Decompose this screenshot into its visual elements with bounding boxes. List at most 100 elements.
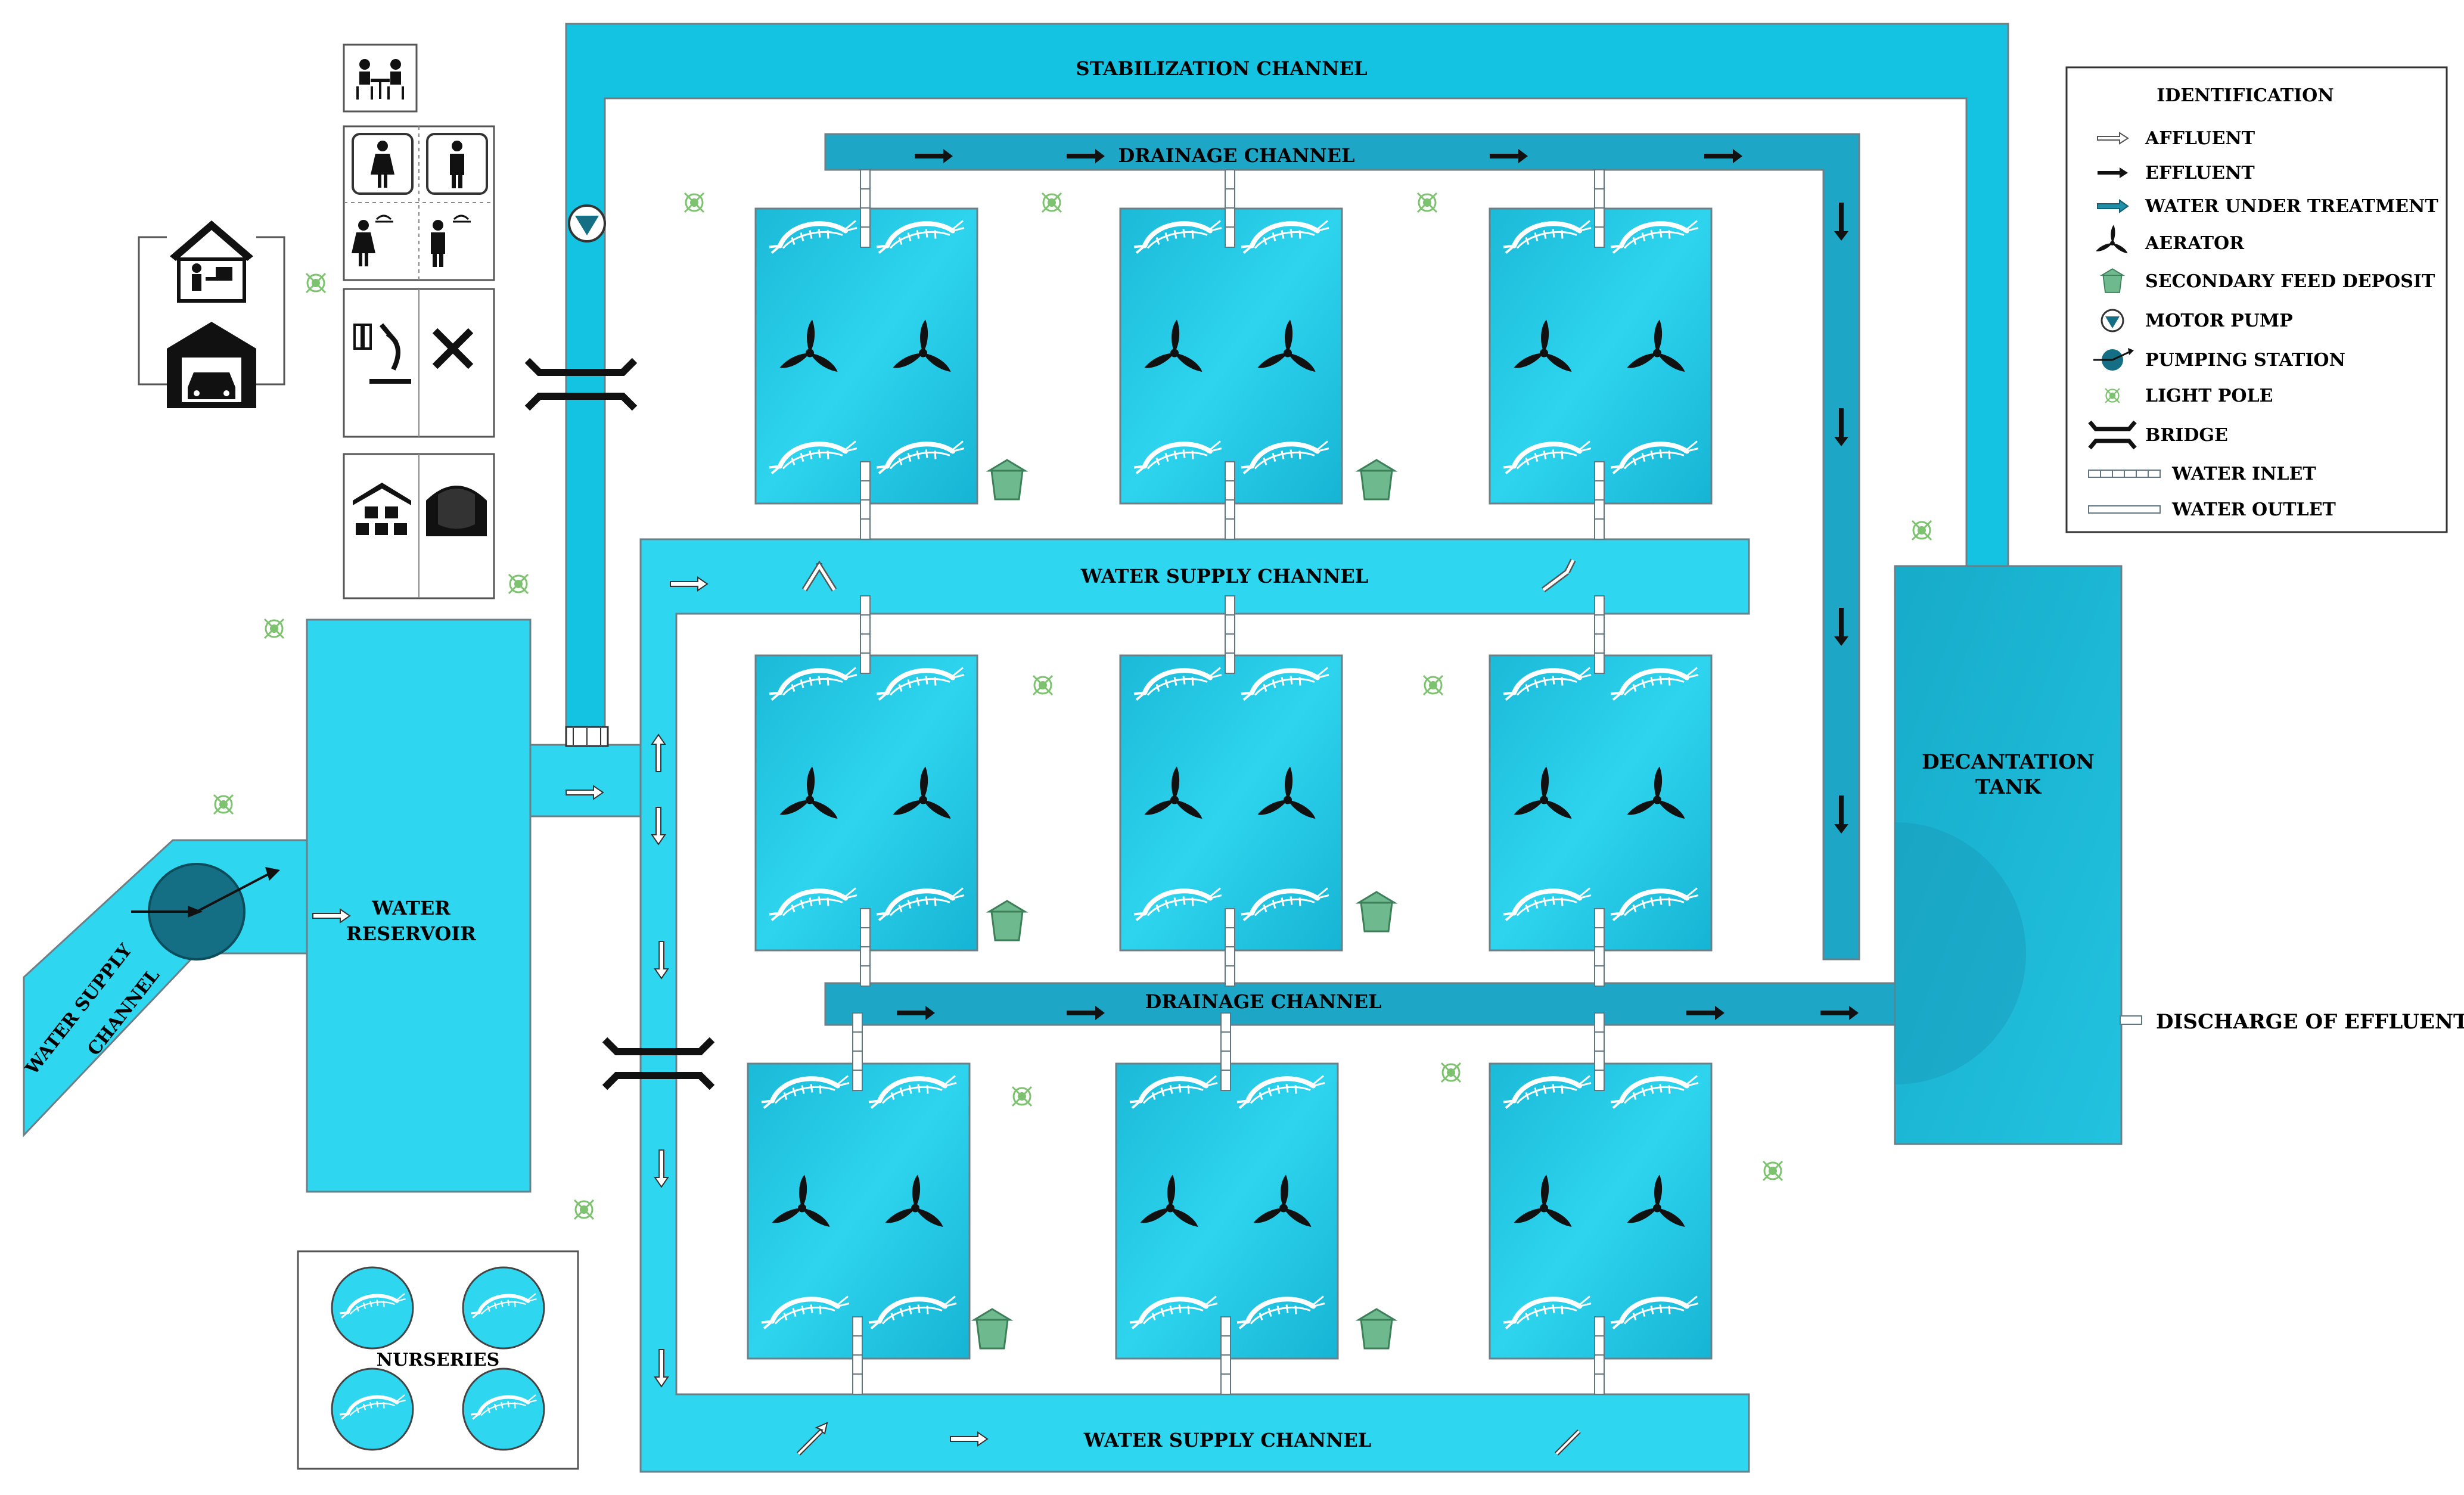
nurseries-label: NURSERIES xyxy=(377,1350,500,1370)
building-lab-workshop xyxy=(343,288,495,438)
motor-pump xyxy=(568,204,606,243)
motor-pump-icon xyxy=(2101,309,2124,332)
water-reservoir xyxy=(306,618,532,1193)
pumping-station xyxy=(131,863,280,961)
changing-room-man-icon xyxy=(431,215,471,267)
pond xyxy=(1489,1012,1713,1395)
legend-label: WATER OUTLET xyxy=(2171,499,2336,520)
ponds-group xyxy=(747,169,1713,1395)
legend-item-feed: SECONDARY FEED DEPOSIT xyxy=(2101,268,2435,293)
supply-branches xyxy=(801,558,1576,592)
legend-item-treatment: WATER UNDER TREATMENT xyxy=(2097,196,2438,217)
legend-label: SECONDARY FEED DEPOSIT xyxy=(2145,271,2435,292)
pumping-station-icon xyxy=(2093,348,2134,371)
pond xyxy=(1115,1012,1339,1395)
building-restrooms xyxy=(343,125,495,281)
pond xyxy=(747,1012,971,1395)
drainage-channel-middle-label: DRAINAGE CHANNEL xyxy=(1145,990,1382,1013)
channel-junction xyxy=(529,744,642,818)
water-outlet-pipe xyxy=(1220,1316,1231,1395)
legend-item-light: LIGHT POLE xyxy=(2104,386,2273,406)
nursery-tank-4 xyxy=(462,1367,545,1451)
nursery-tank-3 xyxy=(331,1367,414,1451)
water-outlet-pipe xyxy=(1225,461,1235,540)
legend-item-affluent: AFFLUENT xyxy=(2097,128,2255,149)
building-office-garage xyxy=(138,215,285,408)
legend-item-bridge: BRIDGE xyxy=(2088,420,2228,450)
legend-item-aerator: AERATOR xyxy=(2095,225,2245,255)
legend-title: IDENTIFICATION xyxy=(2157,85,2334,106)
legend-item-outlet: WATER OUTLET xyxy=(2088,499,2336,520)
legend-item-pump: MOTOR PUMP xyxy=(2101,309,2293,332)
drainage-channel-top-label: DRAINAGE CHANNEL xyxy=(1118,144,1355,167)
man-icon xyxy=(450,141,464,188)
legend-label: WATER UNDER TREATMENT xyxy=(2145,196,2438,217)
garage-icon xyxy=(167,322,256,408)
home-office-icon xyxy=(170,220,253,303)
legend-label: AERATOR xyxy=(2145,233,2245,254)
water-outlet-pipe xyxy=(1594,461,1605,540)
decantation-tank-basin xyxy=(1895,822,2026,1084)
discharge-pipe xyxy=(2120,1015,2142,1025)
building-storage xyxy=(343,453,495,599)
dining-icon xyxy=(356,59,404,100)
water-outlet-pipe xyxy=(860,908,871,987)
legend-label: PUMPING STATION xyxy=(2145,350,2345,371)
water-supply-channel xyxy=(639,538,1750,1473)
pond xyxy=(1119,595,1343,987)
bridge-icon xyxy=(2088,420,2137,450)
water-inlet-pipe xyxy=(860,595,871,674)
woman-icon xyxy=(371,141,394,188)
water-outlet-pipe xyxy=(1594,908,1605,987)
microscope-icon xyxy=(353,323,411,384)
legend-label: MOTOR PUMP xyxy=(2145,310,2293,331)
hollow-arrow-icon xyxy=(2097,132,2129,145)
water-inlet-icon xyxy=(2088,470,2161,478)
water-inlet-pipe xyxy=(1225,169,1235,248)
nursery-tank-2 xyxy=(462,1266,545,1350)
affluent-arrows xyxy=(312,577,1581,1456)
water-outlet-pipe xyxy=(852,1316,863,1395)
water-supply-channel-bottom-label: WATER SUPPLY CHANNEL xyxy=(1083,1429,1371,1452)
legend: IDENTIFICATION AFFLUENT EFFLUENT WATER UND… xyxy=(2065,66,2448,533)
changing-room-woman-icon xyxy=(352,215,393,266)
tools-icon xyxy=(432,328,474,369)
drainage-channel-top xyxy=(824,133,1860,961)
water-reservoir-label-1: WATER xyxy=(371,897,450,919)
water-inlet-pipe xyxy=(1594,1012,1605,1091)
water-inlet-pipe xyxy=(1225,595,1235,674)
pond xyxy=(754,595,978,987)
water-inlet-pipe xyxy=(852,1012,863,1091)
building-dining xyxy=(343,43,418,113)
black-arrow-icon xyxy=(2098,167,2128,178)
water-outlet-pipe xyxy=(1594,1316,1605,1395)
decantation-tank-label-2: TANK xyxy=(1975,775,2042,799)
legend-item-inlet: WATER INLET xyxy=(2088,464,2316,484)
water-outlet-icon xyxy=(2088,505,2161,514)
warehouse-icon xyxy=(353,483,411,535)
water-outlet-pipe xyxy=(860,461,871,540)
legend-label: WATER INLET xyxy=(2171,464,2316,484)
water-reservoir-label-2: RESERVOIR xyxy=(346,922,476,945)
water-supply-channel-middle-label: WATER SUPPLY CHANNEL xyxy=(1080,565,1368,588)
legend-label: BRIDGE xyxy=(2145,425,2228,446)
legend-label: EFFLUENT xyxy=(2145,163,2255,184)
pond xyxy=(754,169,978,540)
water-inlet-pipe xyxy=(1220,1012,1231,1091)
discharge-label: DISCHARGE OF EFFLUENTS xyxy=(2156,1010,2464,1034)
pond xyxy=(1489,169,1713,540)
pond xyxy=(1489,595,1713,987)
legend-label: AFFLUENT xyxy=(2145,128,2255,149)
pond xyxy=(1119,169,1343,540)
water-inlet-pipe xyxy=(860,169,871,248)
greenhouse-icon xyxy=(426,486,487,536)
legend-item-effluent: EFFLUENT xyxy=(2098,163,2255,184)
nurseries: NURSERIES xyxy=(297,1250,579,1470)
stabilization-channel-label: STABILIZATION CHANNEL xyxy=(1076,57,1368,80)
legend-item-station: PUMPING STATION xyxy=(2093,348,2345,371)
water-inlet-pipe xyxy=(1594,169,1605,248)
junction-gate xyxy=(565,726,609,747)
water-inlet-pipe xyxy=(1594,595,1605,674)
teal-arrow-icon xyxy=(2097,199,2129,213)
